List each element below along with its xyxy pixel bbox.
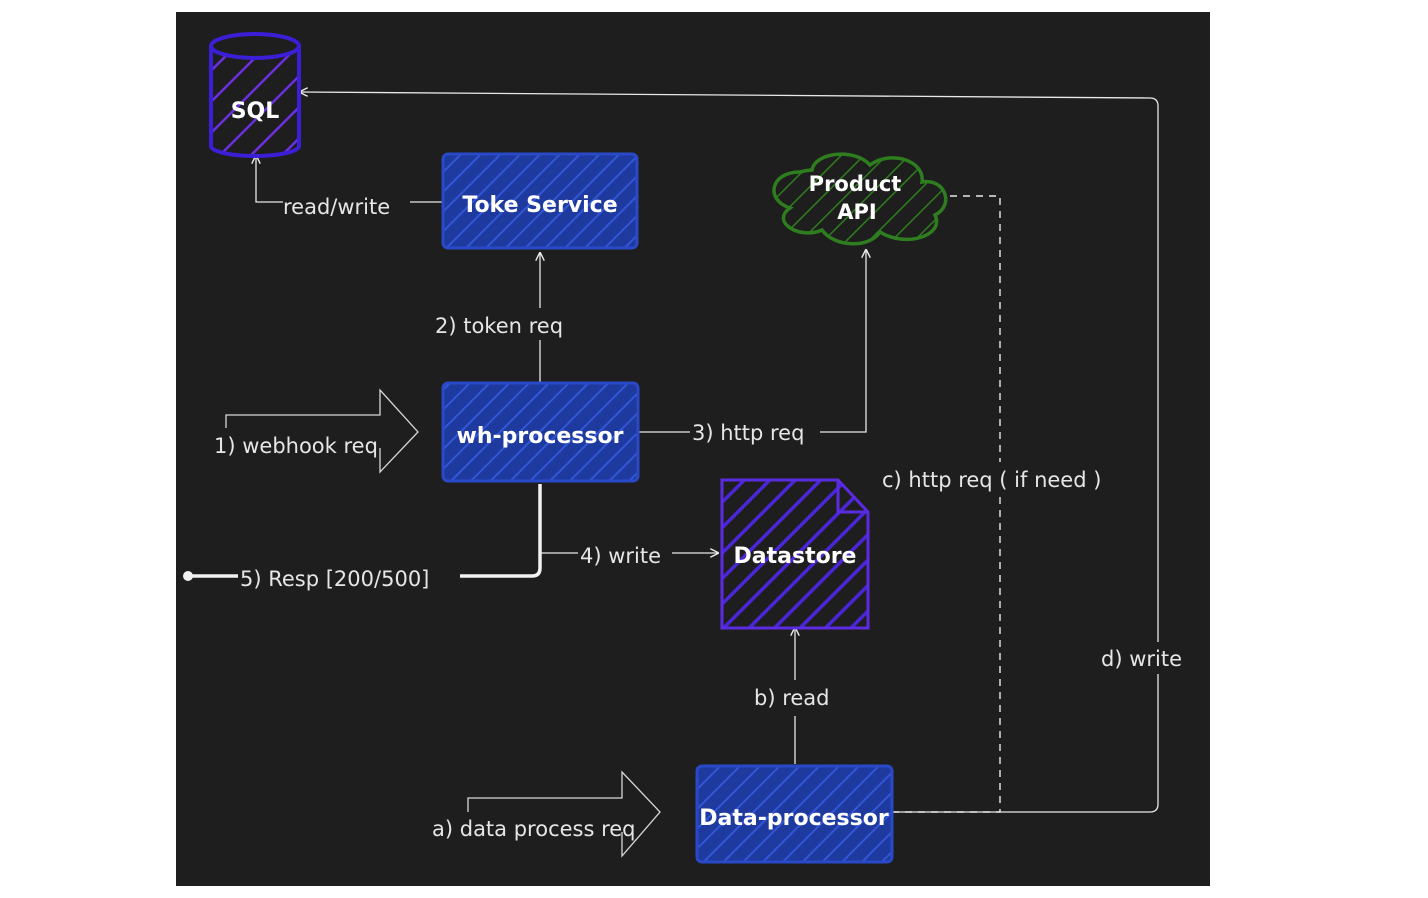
product-api-label-line1: Product xyxy=(809,172,902,196)
edge-label-data-process-req: a) data process req xyxy=(432,817,636,841)
datastore-label: Datastore xyxy=(734,544,857,569)
wh-processor-label: wh-processor xyxy=(457,424,624,449)
token-service-node: Toke Service xyxy=(441,152,639,250)
token-service-label: Toke Service xyxy=(462,193,617,218)
edge-label-read-write: read/write xyxy=(283,195,390,219)
edge-d-write xyxy=(300,92,1159,813)
edge-webhook-req xyxy=(225,388,419,474)
edge-http-req xyxy=(639,250,866,433)
sql-database-node: SQL xyxy=(209,32,301,158)
edge-label-webhook-req: 1) webhook req xyxy=(214,434,378,458)
sql-label: SQL xyxy=(231,99,280,124)
product-api-label-line2: API xyxy=(837,200,876,224)
edge-label-d-write: d) write xyxy=(1101,647,1182,671)
edge-label-http-req-if-need: c) http req ( if need ) xyxy=(882,468,1101,492)
edge-label-write: 4) write xyxy=(580,544,661,568)
edge-label-resp: 5) Resp [200/500] xyxy=(240,567,429,591)
datastore-node: Datastore xyxy=(720,478,870,630)
edge-label-b-read: b) read xyxy=(754,686,830,710)
edge-label-http-req: 3) http req xyxy=(692,421,804,445)
data-processor-node: Data-processor xyxy=(695,764,894,864)
edge-label-bg xyxy=(1098,642,1196,674)
edge-read-write xyxy=(256,156,442,203)
edge-label-token-req: 2) token req xyxy=(435,314,563,338)
edge-data-process-req xyxy=(467,770,661,858)
diagram-background xyxy=(176,12,1210,886)
edge-resp-start-dot xyxy=(183,571,193,581)
edge-resp xyxy=(188,484,542,578)
edge-label-bg xyxy=(880,462,1128,494)
wh-processor-node: wh-processor xyxy=(441,381,640,483)
product-api-node: Product API xyxy=(772,152,948,246)
data-processor-label: Data-processor xyxy=(699,806,889,831)
